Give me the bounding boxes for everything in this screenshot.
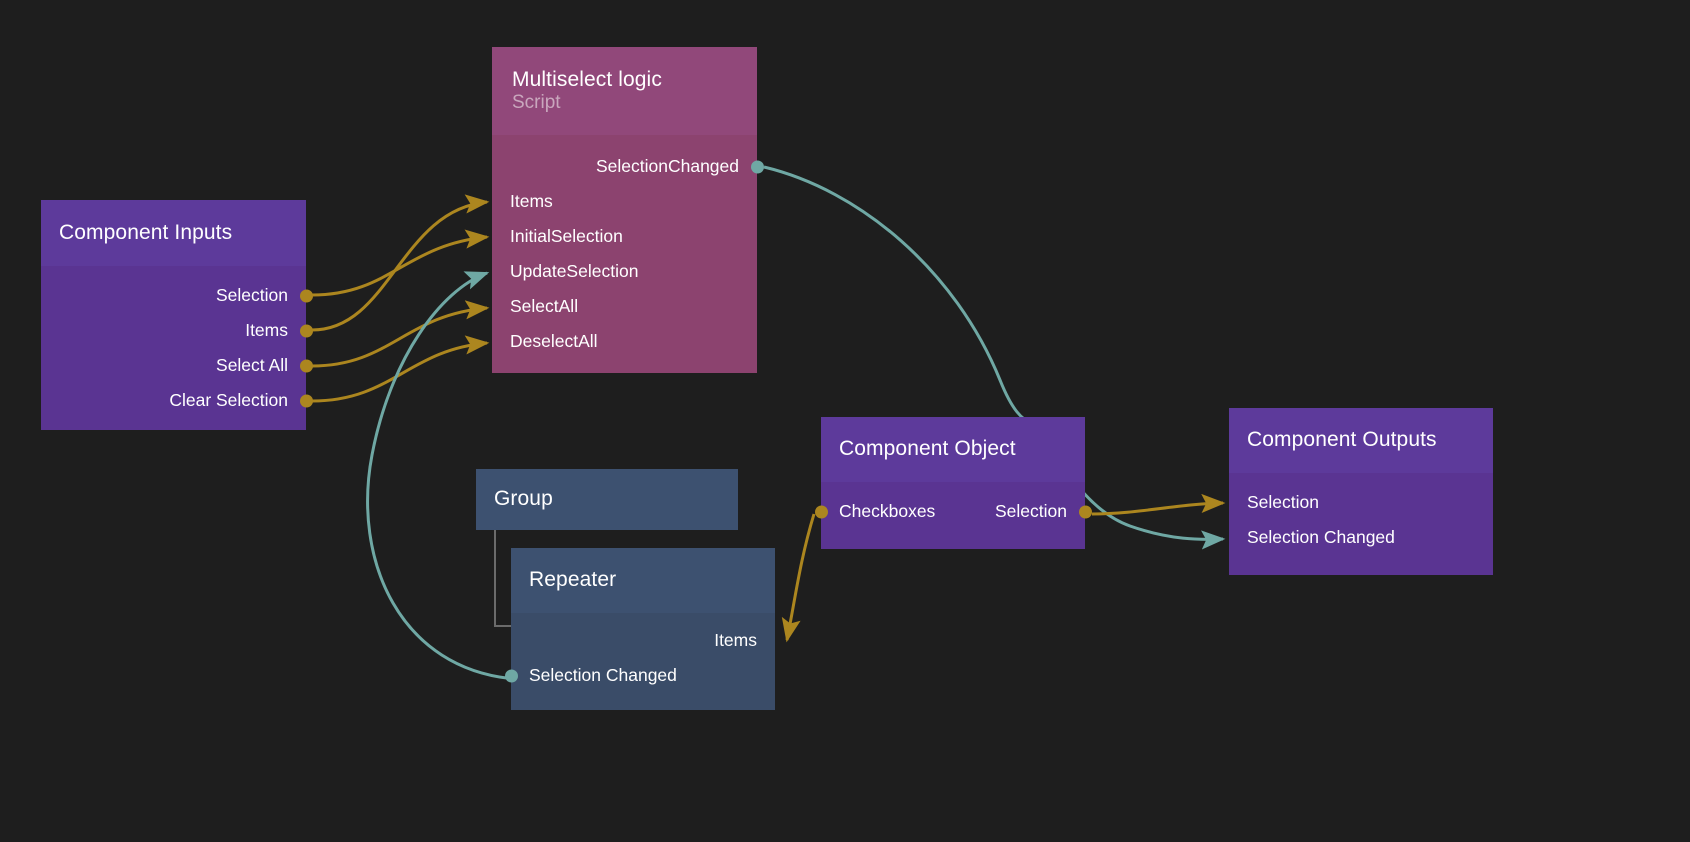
node-component-outputs-body: Selection Selection Changed [1229,473,1493,575]
port-dot-selectionchanged[interactable] [750,160,764,173]
port-row-outputs-selection[interactable]: Selection [1229,485,1493,520]
port-row-logic-items[interactable]: Items [492,184,757,219]
node-repeater[interactable]: Repeater Items Selection Changed [504,548,775,710]
node-multiselect-logic-body: SelectionChanged Items InitialSelection … [492,135,764,373]
wire-inputs-items-to-logic-items [311,194,490,332]
port-label-items: Items [245,320,288,340]
node-multiselect-logic-title: Multiselect logic [512,68,662,91]
port-label-logic-deselectall: DeselectAll [510,331,598,351]
port-label-logic-updateselection: UpdateSelection [510,261,639,281]
port-label-checkboxes: Checkboxes [839,501,936,521]
port-row-items[interactable]: Items [41,313,313,348]
port-row-logic-selectall[interactable]: SelectAll [492,289,757,324]
port-label-object-selection: Selection [995,501,1067,521]
port-label-logic-initialselection: InitialSelection [510,226,623,246]
node-repeater-header[interactable]: Repeater [511,548,775,613]
port-row-logic-deselectall[interactable]: DeselectAll [492,324,757,359]
wire-logic-selectionchanged-to-component-object [763,165,1034,426]
port-row-repeater-items[interactable]: Items [511,623,775,658]
node-group-title: Group [494,487,553,511]
wire-inputs-selection-to-logic-initialselection [311,229,490,297]
wire-inputs-selectall-to-logic-selectall [311,300,490,368]
node-component-outputs-title: Component Outputs [1247,428,1437,452]
wire-component-object-checkboxes-to-repeater-items [781,513,816,643]
port-label-repeater-items: Items [714,630,757,650]
port-row-select-all[interactable]: Select All [41,348,313,383]
port-dot-items[interactable] [299,324,313,337]
node-repeater-body: Items Selection Changed [504,613,775,710]
port-label-outputs-selectionchanged: Selection Changed [1247,527,1395,547]
node-multiselect-logic-header[interactable]: Multiselect logic Script [492,47,757,135]
port-row-selectionchanged[interactable]: SelectionChanged [492,149,764,184]
port-label-select-all: Select All [216,355,288,375]
port-label-logic-selectall: SelectAll [510,296,579,316]
port-row-logic-initialselection[interactable]: InitialSelection [492,219,757,254]
node-multiselect-logic[interactable]: Multiselect logic Script SelectionChange… [492,47,764,373]
node-component-object-header[interactable]: Component Object [821,417,1085,482]
port-label-repeater-selectionchanged: Selection Changed [529,665,677,685]
node-component-inputs-title: Component Inputs [59,220,233,244]
port-dot-selection[interactable] [299,289,313,302]
port-label-selectionchanged: SelectionChanged [595,156,739,176]
node-component-outputs[interactable]: Component Outputs Selection Selection Ch… [1229,408,1493,575]
node-component-inputs-body: Selection Items Select All Clear Selecti… [41,266,313,430]
node-component-inputs-header[interactable]: Component Inputs [41,200,306,266]
node-component-object-title: Component Object [839,437,1016,461]
port-row-clear-selection[interactable]: Clear Selection [41,383,313,418]
node-repeater-title: Repeater [529,568,617,592]
port-row-logic-updateselection[interactable]: UpdateSelection [492,254,757,289]
port-label-logic-items: Items [510,191,553,211]
wire-inputs-clearselection-to-logic-deselectall [311,335,490,403]
node-group-header[interactable]: Group [476,469,738,530]
port-row-outputs-selectionchanged[interactable]: Selection Changed [1229,520,1493,555]
port-label-selection: Selection [216,285,288,305]
node-group[interactable]: Group [476,469,738,530]
port-row-selection[interactable]: Selection [41,278,313,313]
port-dot-object-selection[interactable] [1078,505,1092,518]
node-component-object-body: Checkboxes Selection [814,482,1092,549]
port-label-clear-selection: Clear Selection [169,390,288,410]
wire-component-object-selection-to-outputs-selection [1091,493,1226,516]
node-component-outputs-header[interactable]: Component Outputs [1229,408,1493,473]
node-component-object[interactable]: Component Object Checkboxes Selection [814,417,1092,549]
port-dot-clear-selection[interactable] [299,394,313,407]
port-dot-select-all[interactable] [299,359,313,372]
port-row-repeater-selectionchanged[interactable]: Selection Changed [504,658,775,693]
node-multiselect-logic-subtitle: Script [512,92,561,114]
port-dot-repeater-selectionchanged[interactable] [504,669,518,682]
port-label-outputs-selection: Selection [1247,492,1319,512]
port-dot-checkboxes[interactable] [814,505,828,518]
port-row-component-object-ports[interactable]: Checkboxes Selection [814,494,1092,529]
node-component-inputs[interactable]: Component Inputs Selection Items Select … [41,200,313,430]
